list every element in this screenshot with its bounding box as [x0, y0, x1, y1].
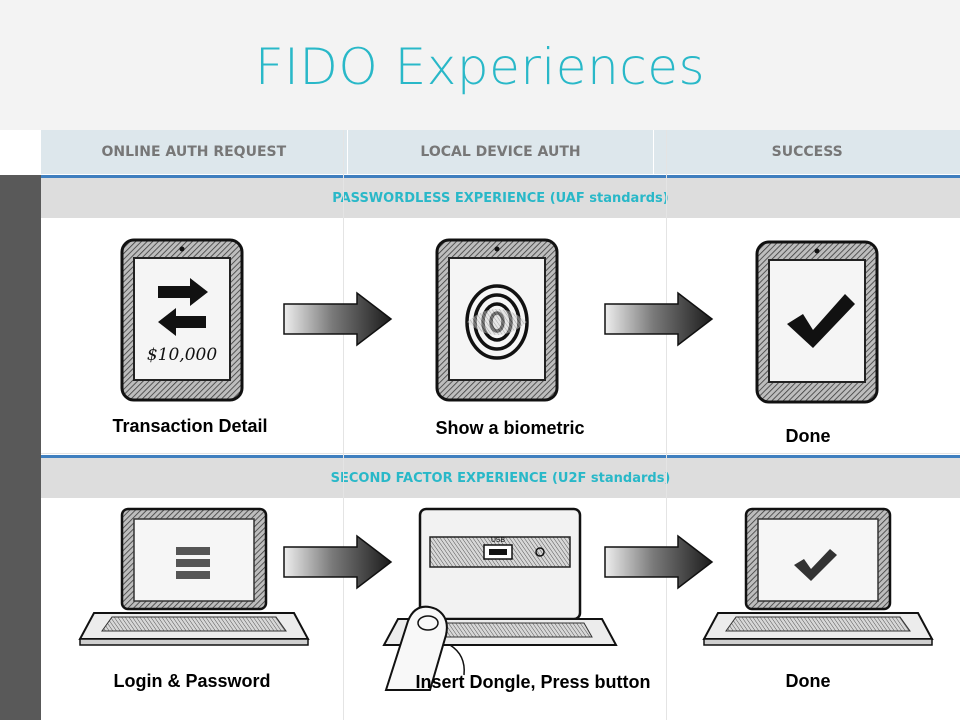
side-bar-lower — [0, 457, 41, 720]
laptop-login-icon — [78, 507, 310, 646]
row-divider-rule — [41, 455, 960, 458]
row-heading-second-factor: SECOND FACTOR EXPERIENCE (U2F standards) — [41, 458, 960, 498]
arrow-right-icon — [604, 534, 714, 590]
usb-port-label: USB — [491, 536, 506, 544]
step-caption: Show a biometric — [435, 418, 585, 438]
arrow-right-icon — [604, 291, 714, 347]
row-divider — [41, 453, 960, 454]
side-bar-upper — [0, 175, 41, 457]
tablet-fingerprint-icon — [435, 238, 559, 402]
column-header-success: SUCCESS — [653, 130, 960, 174]
column-divider — [666, 130, 667, 720]
tablet-transfer-icon: $10,000 — [120, 238, 244, 402]
column-divider — [343, 130, 344, 720]
page-title: FIDO Experiences — [254, 38, 706, 96]
tablet-checkmark-icon — [755, 240, 879, 404]
column-header: ONLINE AUTH REQUEST LOCAL DEVICE AUTH SU… — [41, 130, 960, 174]
laptop-usb-dongle-icon: USB — [382, 507, 618, 691]
step-caption: Transaction Detail — [112, 416, 268, 436]
row-divider-rule — [41, 175, 960, 178]
arrow-right-icon — [283, 291, 393, 347]
step-caption: Done — [785, 671, 831, 691]
column-header-local-auth: LOCAL DEVICE AUTH — [346, 130, 654, 174]
step-caption: Login & Password — [113, 671, 271, 691]
column-header-online-auth: ONLINE AUTH REQUEST — [101, 144, 287, 160]
row-heading-passwordless: PASSWORDLESS EXPERIENCE (UAF standards) — [41, 178, 960, 218]
step-caption: Done — [785, 426, 831, 446]
step-caption: Insert Dongle, Press button — [415, 672, 651, 692]
arrow-right-icon — [283, 534, 393, 590]
amount-text: $10,000 — [147, 345, 217, 365]
laptop-checkmark-icon — [702, 507, 934, 646]
title-area — [0, 0, 960, 130]
